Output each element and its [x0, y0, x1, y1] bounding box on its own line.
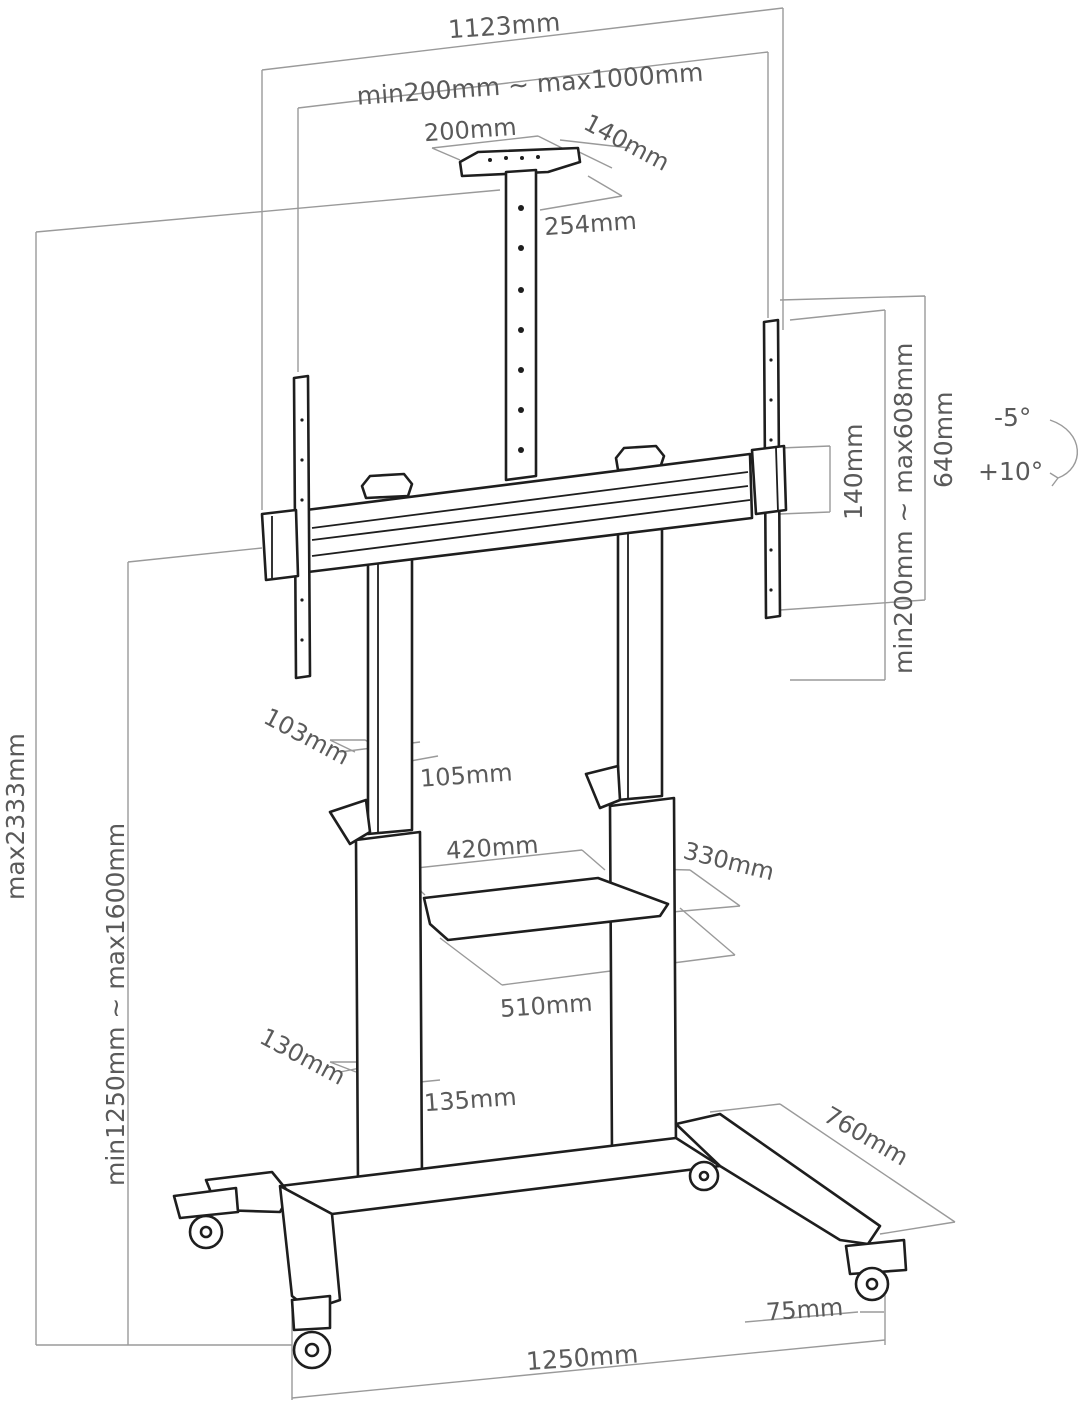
front-right-caster — [844, 1238, 908, 1302]
dim-top-plate-height — [539, 175, 623, 211]
dim-max-height — [35, 189, 501, 1345]
av-shelf — [422, 876, 670, 942]
label-base-width: 1250mm — [525, 1339, 639, 1376]
label-overall-width: 1123mm — [447, 8, 561, 45]
left-pole — [354, 534, 424, 1188]
dim-crossbar-height — [779, 445, 831, 515]
label-caster-height: 75mm — [765, 1293, 844, 1326]
label-crossbar-height: 140mm — [839, 424, 868, 520]
dim-base-width — [36, 1280, 886, 1400]
base-frame — [204, 1112, 882, 1312]
left-shelf-clamp — [328, 798, 372, 846]
label-upper-pole-width: 105mm — [419, 758, 513, 792]
left-pole-cap — [360, 472, 414, 500]
label-lower-pole-width: 135mm — [423, 1083, 517, 1117]
top-camera-pole — [504, 168, 538, 482]
right-shelf-clamp — [584, 764, 622, 810]
label-tilt-up: -5° — [994, 403, 1031, 432]
label-vesa-height-range: min200mm ~ max608mm — [889, 343, 918, 674]
right-vesa-bracket — [750, 318, 788, 620]
label-shelf-depth: 330mm — [681, 837, 778, 887]
top-shelf-plate — [458, 146, 582, 178]
label-shelf-diagonal: 510mm — [499, 989, 593, 1023]
dim-base-depth — [709, 1103, 956, 1235]
label-max-height: max2333mm — [1, 733, 30, 900]
label-top-plate-depth: 140mm — [579, 109, 674, 177]
stand-drawing — [172, 146, 908, 1370]
dim-center-height — [127, 547, 263, 1345]
label-vesa-width-range: min200mm ~ max1000mm — [356, 58, 704, 111]
label-top-plate-height: 254mm — [543, 207, 637, 241]
label-lower-pole-depth: 130mm — [255, 1023, 350, 1091]
label-upper-pole-depth: 103mm — [259, 703, 354, 771]
back-right-caster — [688, 1160, 720, 1192]
label-tilt-down: +10° — [978, 457, 1043, 486]
dim-overall-width — [261, 7, 784, 510]
label-bracket-height: 640mm — [929, 392, 958, 488]
front-left-caster — [290, 1294, 332, 1370]
dimension-lines — [35, 7, 1079, 1400]
label-base-depth: 760mm — [819, 1101, 913, 1172]
label-top-plate-width: 200mm — [423, 113, 517, 147]
left-vesa-bracket — [260, 374, 312, 680]
right-pole — [608, 522, 678, 1156]
label-center-height-range: min1250mm ~ max1600mm — [101, 823, 130, 1186]
dim-tilt-arc — [1049, 419, 1079, 487]
dim-bracket-height — [779, 295, 926, 611]
label-shelf-width: 420mm — [445, 831, 539, 865]
dim-vesa-width — [297, 51, 769, 372]
back-left-caster — [172, 1186, 240, 1250]
dim-vesa-height — [789, 309, 886, 681]
dim-top-plate-depth — [559, 139, 631, 169]
